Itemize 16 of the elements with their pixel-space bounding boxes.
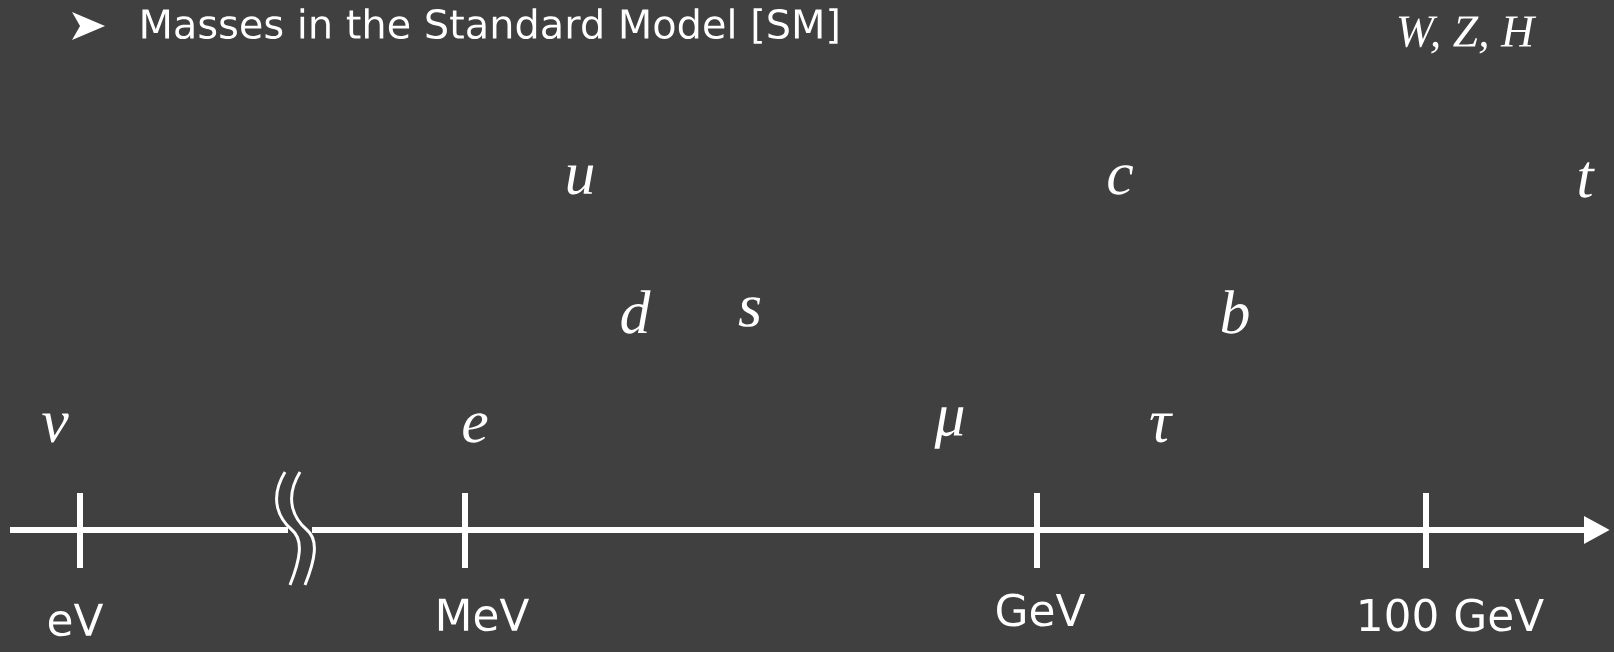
particle-symbol: t xyxy=(1579,162,1595,198)
particle-symbol: d xyxy=(621,290,651,334)
particle-symbol: τ xyxy=(1150,413,1173,443)
slide-title: Masses in the Standard Model [SM] xyxy=(142,8,838,44)
particle-symbol: ν xyxy=(42,413,69,443)
particle-symbol: μ xyxy=(934,407,964,449)
unit-label: 100 GeV xyxy=(1360,598,1544,632)
particle-symbol: e xyxy=(463,413,488,443)
particle-symbol: b xyxy=(1221,290,1249,334)
unit-label: eV xyxy=(48,603,104,637)
particle-symbol: s xyxy=(738,297,761,327)
particle-symbol: u xyxy=(567,165,594,195)
particle-symbol: W, Z, H xyxy=(1398,16,1537,54)
particle-symbol: c xyxy=(1108,165,1134,195)
unit-label: GeV xyxy=(997,593,1086,627)
unit-label: MeV xyxy=(438,598,530,632)
